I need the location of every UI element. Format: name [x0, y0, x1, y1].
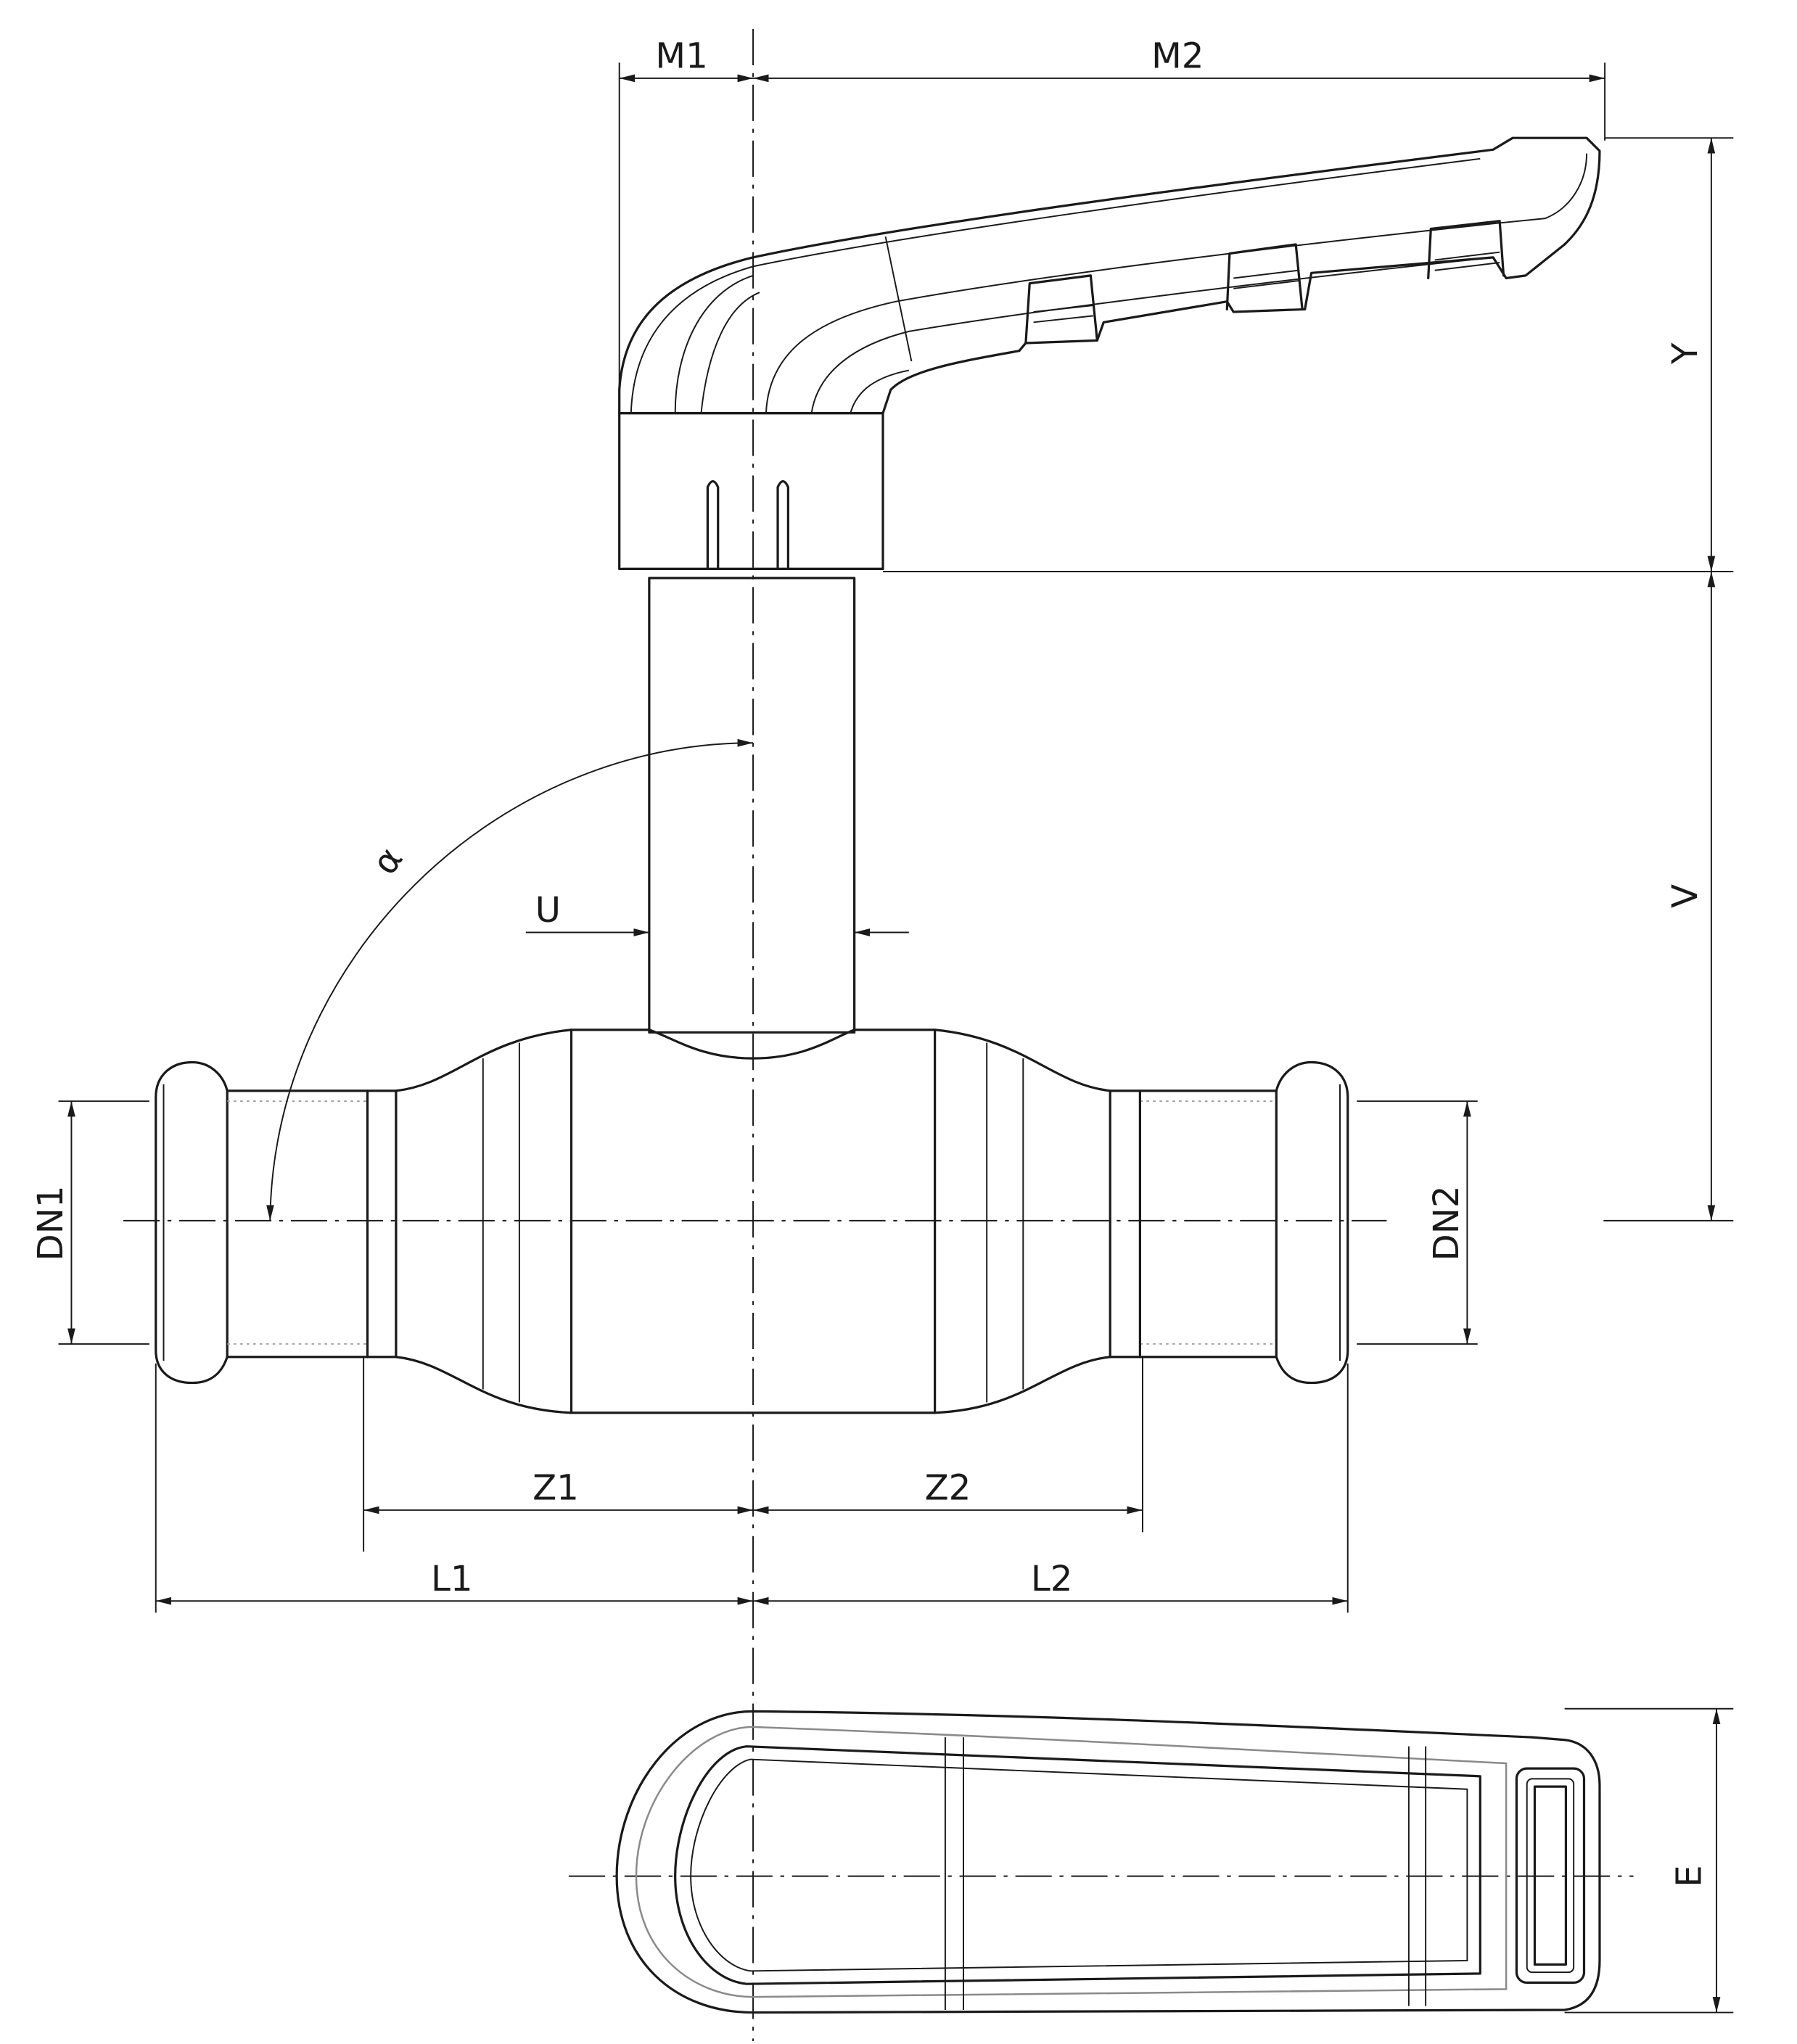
centerlines	[123, 28, 1634, 2041]
label-v: V	[1665, 884, 1706, 908]
dimensions	[58, 62, 1734, 2014]
handle-top-view	[615, 1710, 1601, 2014]
label-l2: L2	[1031, 1559, 1073, 1599]
label-dn2: DN2	[1426, 1185, 1467, 1261]
lever-handle	[618, 136, 1601, 415]
label-e: E	[1669, 1865, 1710, 1887]
label-z2: Z2	[925, 1468, 971, 1509]
label-l1: L1	[431, 1559, 473, 1599]
label-y: Y	[1665, 342, 1706, 365]
label-dn1: DN1	[30, 1185, 71, 1261]
valve-stem	[618, 412, 884, 1034]
label-alpha: α	[364, 840, 411, 882]
label-m1: M1	[655, 36, 707, 77]
label-u: U	[535, 890, 561, 931]
label-z1: Z1	[532, 1468, 579, 1509]
label-m2: M2	[1151, 36, 1204, 77]
dimension-labels: M1 M2 Y V U α DN1 DN2 Z1 Z2 L1 L2 E	[30, 36, 1710, 1887]
